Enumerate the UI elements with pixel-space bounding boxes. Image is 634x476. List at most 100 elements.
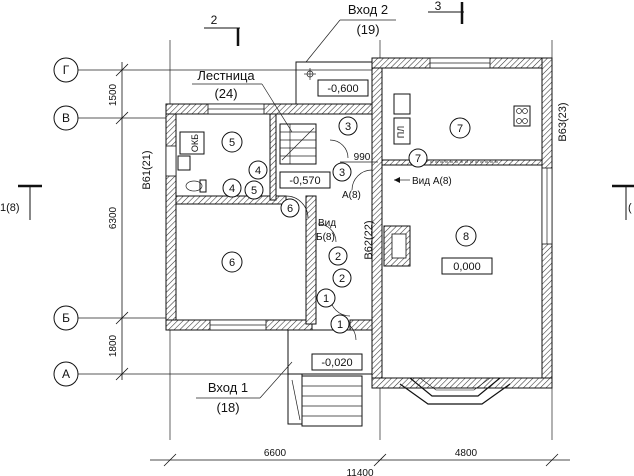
section-mark-1-right: (	[612, 184, 634, 220]
svg-text:990: 990	[354, 152, 371, 163]
svg-text:ПЛ: ПЛ	[396, 126, 406, 138]
fireplace	[383, 225, 411, 267]
svg-text:7: 7	[415, 153, 421, 165]
room-5: 5	[221, 131, 243, 153]
section-mark-1-left: 1(8)	[0, 184, 42, 220]
axis-bubble-a: А	[53, 361, 79, 387]
svg-text:6300: 6300	[108, 206, 119, 229]
entrance-2-label: Вход 2 (19)	[305, 2, 396, 63]
svg-text:8: 8	[463, 231, 469, 243]
svg-text:2: 2	[339, 273, 345, 285]
svg-text:1: 1	[323, 293, 329, 305]
room-7: 7	[449, 117, 471, 139]
door-mark: 3	[332, 162, 352, 182]
marker-cross	[304, 68, 316, 80]
svg-text:ОКБ: ОКБ	[190, 134, 200, 152]
svg-text:1500: 1500	[108, 83, 119, 106]
room-6: 6	[221, 251, 243, 273]
view-label-b: Вид Б(8)	[316, 218, 336, 243]
svg-text:11400: 11400	[346, 468, 374, 476]
svg-text:1800: 1800	[108, 334, 119, 357]
svg-text:Б: Б	[62, 311, 70, 325]
level-mark: -0,600	[317, 79, 369, 97]
door-mark: 1	[330, 314, 350, 334]
svg-text:6: 6	[229, 257, 235, 269]
svg-text:2: 2	[211, 13, 218, 27]
svg-text:3: 3	[345, 121, 351, 133]
door-mark: 5	[244, 180, 264, 200]
level-mark: 0,000	[441, 257, 493, 275]
entry-1-porch	[287, 329, 373, 427]
svg-text:5: 5	[251, 185, 257, 197]
svg-text:Вход 1: Вход 1	[208, 380, 248, 395]
svg-text:Вид А(8): Вид А(8)	[412, 176, 452, 187]
svg-text:В: В	[62, 111, 70, 125]
section-mark-2: 2	[204, 13, 240, 46]
svg-text:1(8): 1(8)	[0, 202, 20, 214]
inner-dimension: 990	[340, 152, 378, 163]
entry-2-porch	[295, 61, 373, 105]
svg-text:6: 6	[287, 203, 293, 215]
svg-text:(19): (19)	[356, 22, 379, 37]
svg-text:(24): (24)	[214, 86, 237, 101]
windows	[165, 57, 553, 331]
level-mark: -0,570	[279, 171, 331, 189]
entrance-1-label: Вход 1 (18)	[196, 361, 293, 415]
svg-text:3: 3	[435, 0, 442, 13]
svg-text:4: 4	[229, 183, 235, 195]
staircase	[279, 123, 317, 165]
section-mark-3: 3	[428, 0, 464, 24]
room-2: 2	[328, 246, 348, 266]
bottom-dimension-chain: 6600 4800 11400	[150, 448, 570, 476]
stair-label: Лестница (24)	[192, 68, 293, 133]
svg-text:В62(22): В62(22)	[363, 220, 375, 259]
door-mark: 7	[408, 148, 428, 168]
svg-text:4: 4	[255, 165, 261, 177]
svg-text:Г: Г	[63, 63, 70, 77]
svg-text:5: 5	[229, 137, 235, 149]
svg-text:2: 2	[335, 251, 341, 263]
door-mark: 2	[332, 268, 352, 288]
kitchen-fixtures	[393, 93, 531, 145]
svg-text:В61(21): В61(21)	[141, 150, 153, 189]
svg-text:Вход 2: Вход 2	[348, 2, 388, 17]
svg-text:Лестница: Лестница	[197, 68, 255, 83]
view-label-a-short: А(8)	[342, 190, 361, 201]
room-8: 8	[455, 225, 477, 247]
svg-text:(: (	[628, 202, 632, 214]
door-mark: 6	[280, 198, 300, 218]
axis-bubble-g: Г	[53, 57, 79, 83]
view-label-a: Вид А(8)	[394, 176, 452, 187]
bay-window	[399, 377, 511, 405]
stove-label: ПЛ	[396, 126, 406, 138]
svg-text:-0,600: -0,600	[327, 83, 358, 95]
left-dimension-chain: 1500 6300 1800	[108, 62, 129, 381]
boiler-label: ОКБ	[190, 134, 200, 152]
svg-text:А(8): А(8)	[342, 190, 361, 201]
svg-text:4800: 4800	[455, 448, 478, 459]
svg-text:0,000: 0,000	[453, 261, 481, 273]
level-mark: -0,020	[311, 353, 363, 371]
wall-section-label: В62(22)	[363, 220, 375, 259]
svg-text:Б(8): Б(8)	[316, 232, 335, 243]
room-1: 1	[316, 288, 336, 308]
bathroom-fixtures	[177, 131, 207, 193]
axis-bubble-b: Б	[53, 305, 79, 331]
svg-text:6600: 6600	[264, 448, 287, 459]
svg-text:-0,020: -0,020	[321, 357, 352, 369]
svg-text:В63(23): В63(23)	[557, 102, 569, 141]
axis-bubble-v: В	[53, 105, 79, 131]
wall-section-label: В63(23)	[557, 102, 569, 141]
door-mark: 4	[222, 178, 242, 198]
room-4: 4	[248, 160, 268, 180]
svg-text:3: 3	[339, 167, 345, 179]
svg-text:7: 7	[457, 123, 463, 135]
room-3: 3	[338, 116, 358, 136]
svg-text:Вид: Вид	[318, 218, 336, 229]
svg-text:А: А	[62, 367, 70, 381]
wall-section-label: В61(21)	[141, 150, 153, 189]
svg-text:-0,570: -0,570	[289, 175, 320, 187]
svg-text:1: 1	[337, 319, 343, 331]
svg-text:(18): (18)	[216, 400, 239, 415]
